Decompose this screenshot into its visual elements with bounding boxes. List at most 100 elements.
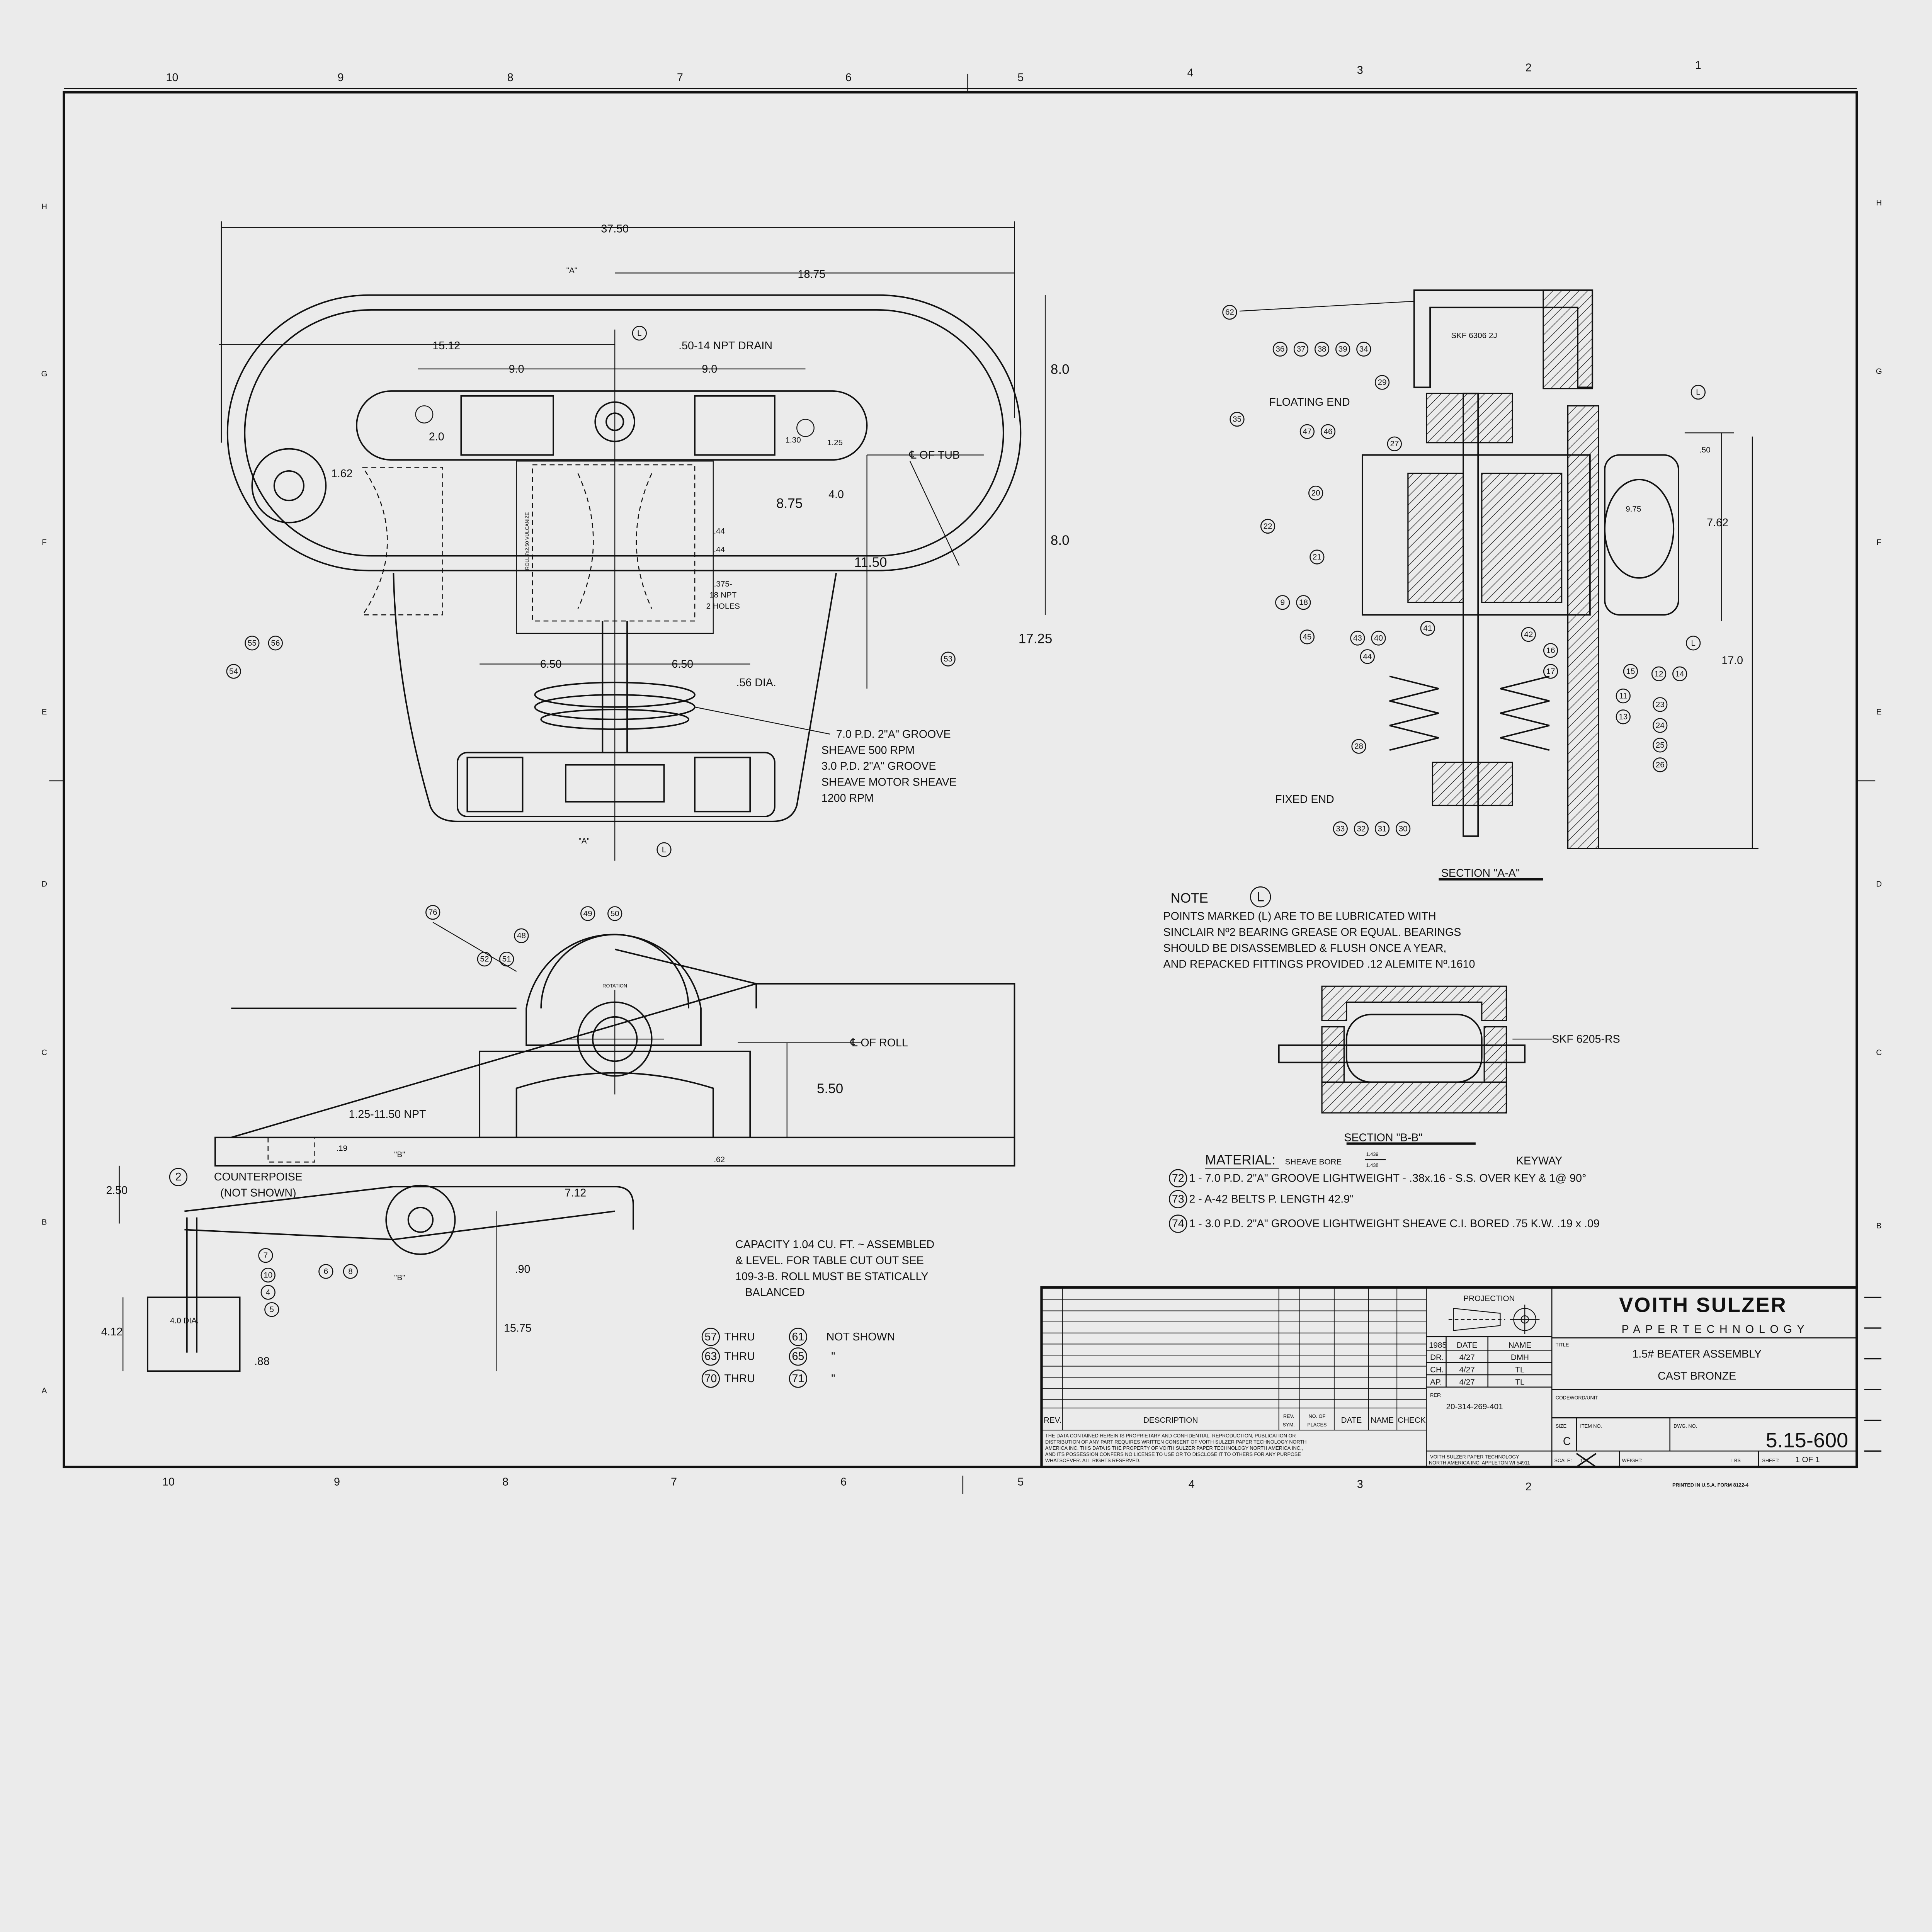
callout-balloon-circle [1222, 305, 1237, 320]
places-header-1: NO. OF [1308, 1413, 1325, 1419]
proprietary-line-4: AND ITS POSSESSION CONFERS NO LICENSE TO… [1045, 1451, 1301, 1457]
dim-17-25: 17.25 [1019, 631, 1053, 646]
callout-61: 61 [792, 1331, 804, 1343]
callout-balloon-circle [1543, 643, 1558, 658]
column-labels-bottom: 10 9 8 7 6 5 4 3 2 [162, 1476, 1532, 1493]
note-line-4: AND REPACKED FITTINGS PROVIDED .12 ALEMI… [1163, 958, 1475, 971]
top-view-callouts: 54 55 56 53 62 L L [226, 301, 1414, 857]
row-b-right: B [1876, 1221, 1882, 1230]
callout-62: 62 [1225, 308, 1234, 317]
callout-balloon-circle [1356, 342, 1371, 357]
col-8-bottom: 8 [502, 1476, 509, 1488]
top-ruler [49, 73, 1876, 1494]
sheave-note-4: SHEAVE MOTOR SHEAVE [821, 776, 957, 789]
section-a-a-labels: SKF 6306 2J FLOATING END FIXED END SECTI… [1269, 331, 1743, 879]
dim-50: .50 [1699, 446, 1711, 454]
callout-balloon-circle [1653, 697, 1668, 712]
dim-11-50: 11.50 [854, 555, 887, 570]
dim-4-12: 4.12 [101, 1326, 123, 1338]
sheet-value: 1 OF 1 [1795, 1455, 1820, 1464]
callout-balloon-circle [343, 1264, 358, 1279]
callout-13: 13 [1619, 713, 1628, 721]
callout-balloon-circle [226, 664, 241, 679]
section-a-a-callouts: 36 37 38 39 34 29 35 47 46 27 20 22 21 9… [1230, 342, 1706, 836]
callout-balloon-circle [1310, 549, 1325, 565]
sheave-note-5: 1200 RPM [821, 792, 874, 804]
title-block: PROJECTION 1985 DATE NAME DR. 4/27 DMH C… [1426, 1287, 1882, 1468]
material-item-74: 1 - 3.0 P.D. 2"A" GROOVE LIGHTWEIGHT SHE… [1189, 1218, 1599, 1230]
callout-balloon-circle [1169, 1169, 1187, 1187]
ap-date: 4/27 [1459, 1378, 1475, 1386]
callout-7: 7 [264, 1251, 268, 1260]
callout-balloon-circle [1333, 821, 1348, 836]
callout-balloon-circle [260, 1285, 276, 1300]
note-symbol: L [1257, 889, 1264, 905]
col-9-bottom: 9 [334, 1476, 340, 1488]
ref-label: REF: [1430, 1392, 1441, 1398]
callout-22: 22 [1264, 522, 1272, 531]
callout-43: 43 [1353, 634, 1362, 643]
col-1: 1 [1695, 59, 1701, 71]
lbs-label: LBS [1731, 1458, 1741, 1463]
row-h: H [41, 202, 47, 211]
company-address-1: VOITH SULZER PAPER TECHNOLOGY [1430, 1454, 1519, 1459]
dim-1-30: 1.30 [786, 436, 801, 445]
callout-balloon-circle [1293, 342, 1309, 357]
dim-8-0-bottom: 8.0 [1051, 533, 1070, 548]
drawing-title-1: 1.5# BEATER ASSEMBLY [1632, 1348, 1762, 1360]
dim-44-b: .44 [714, 545, 725, 554]
callout-45: 45 [1303, 633, 1311, 641]
callout-49: 49 [583, 909, 592, 918]
callout-balloon-circle [1387, 436, 1402, 451]
row-c-right: C [1876, 1048, 1882, 1057]
dim-4-0: 4.0 [828, 488, 844, 501]
dim-9-0-right: 9.0 [702, 363, 717, 375]
callout-14: 14 [1675, 669, 1684, 678]
dim-90: .90 [515, 1263, 531, 1276]
callout-48: 48 [517, 931, 526, 940]
printed-footer: PRINTED IN U.S.A. FORM 8122-4 [1672, 1482, 1748, 1488]
b-mark-bottom: "B" [394, 1273, 405, 1282]
callout-50: 50 [611, 909, 619, 918]
callout-4: 4 [266, 1288, 270, 1297]
rotation-label: ROTATION [602, 983, 627, 988]
callout-balloon-circle [1690, 384, 1706, 400]
drawing-border [63, 91, 1858, 1468]
note-line-1: POINTS MARKED (L) ARE TO BE LUBRICATED W… [1163, 910, 1436, 922]
col-5-bottom: 5 [1017, 1476, 1024, 1488]
callout-balloon-circle [1169, 1190, 1187, 1209]
material-item-72: 1 - 7.0 P.D. 2"A" GROOVE LIGHTWEIGHT - .… [1189, 1172, 1586, 1184]
col-7: 7 [677, 71, 683, 84]
callout-balloon-circle [1653, 738, 1668, 753]
col-2-bottom: 2 [1526, 1481, 1532, 1493]
scale-label: SCALE: [1554, 1458, 1572, 1463]
material-item-73: 2 - A-42 BELTS P. LENGTH 42.9" [1189, 1193, 1354, 1205]
col-3-bottom: 3 [1357, 1478, 1363, 1491]
rev-sym-header-1: REV. [1283, 1413, 1294, 1419]
callout-balloon-circle [1616, 709, 1631, 724]
roll-label: ROLL 7x2.50 VULCANIZE [524, 512, 530, 570]
elevation-callouts: 76 48 49 50 52 51 7 10 4 5 6 8 [258, 905, 622, 1317]
callout-44: 44 [1363, 652, 1372, 661]
callout-balloon-circle [789, 1369, 808, 1388]
bearing-skf-6306: SKF 6306 2J [1451, 331, 1497, 340]
col-3: 3 [1357, 64, 1363, 77]
revision-block: REV. DESCRIPTION REV. SYM. NO. OF PLACES… [1040, 1286, 1858, 1468]
capacity-line-3: 109-3-B. ROLL MUST BE STATICALLY [735, 1270, 929, 1283]
dim-2-50: 2.50 [106, 1184, 128, 1197]
callout-71: 71 [792, 1372, 804, 1385]
row-d-right: D [1876, 880, 1882, 889]
company-address-2: NORTH AMERICA INC. APPLETON WI 54911 [1429, 1460, 1530, 1466]
dia-56: .56 DIA. [736, 677, 776, 689]
callout-12: 12 [1655, 669, 1663, 678]
callout-52: 52 [480, 955, 489, 964]
callout-55: 55 [248, 639, 257, 648]
ch-name: TL [1515, 1366, 1524, 1374]
row-c: C [41, 1048, 47, 1057]
rev-sym-header-2: SYM. [1283, 1422, 1295, 1428]
dim-6-50-right: 6.50 [672, 658, 693, 670]
callout-11: 11 [1619, 692, 1627, 701]
rev-header: REV. [1044, 1416, 1061, 1425]
callout-balloon-circle [318, 1264, 333, 1279]
dim-6-50-left: 6.50 [540, 658, 562, 670]
